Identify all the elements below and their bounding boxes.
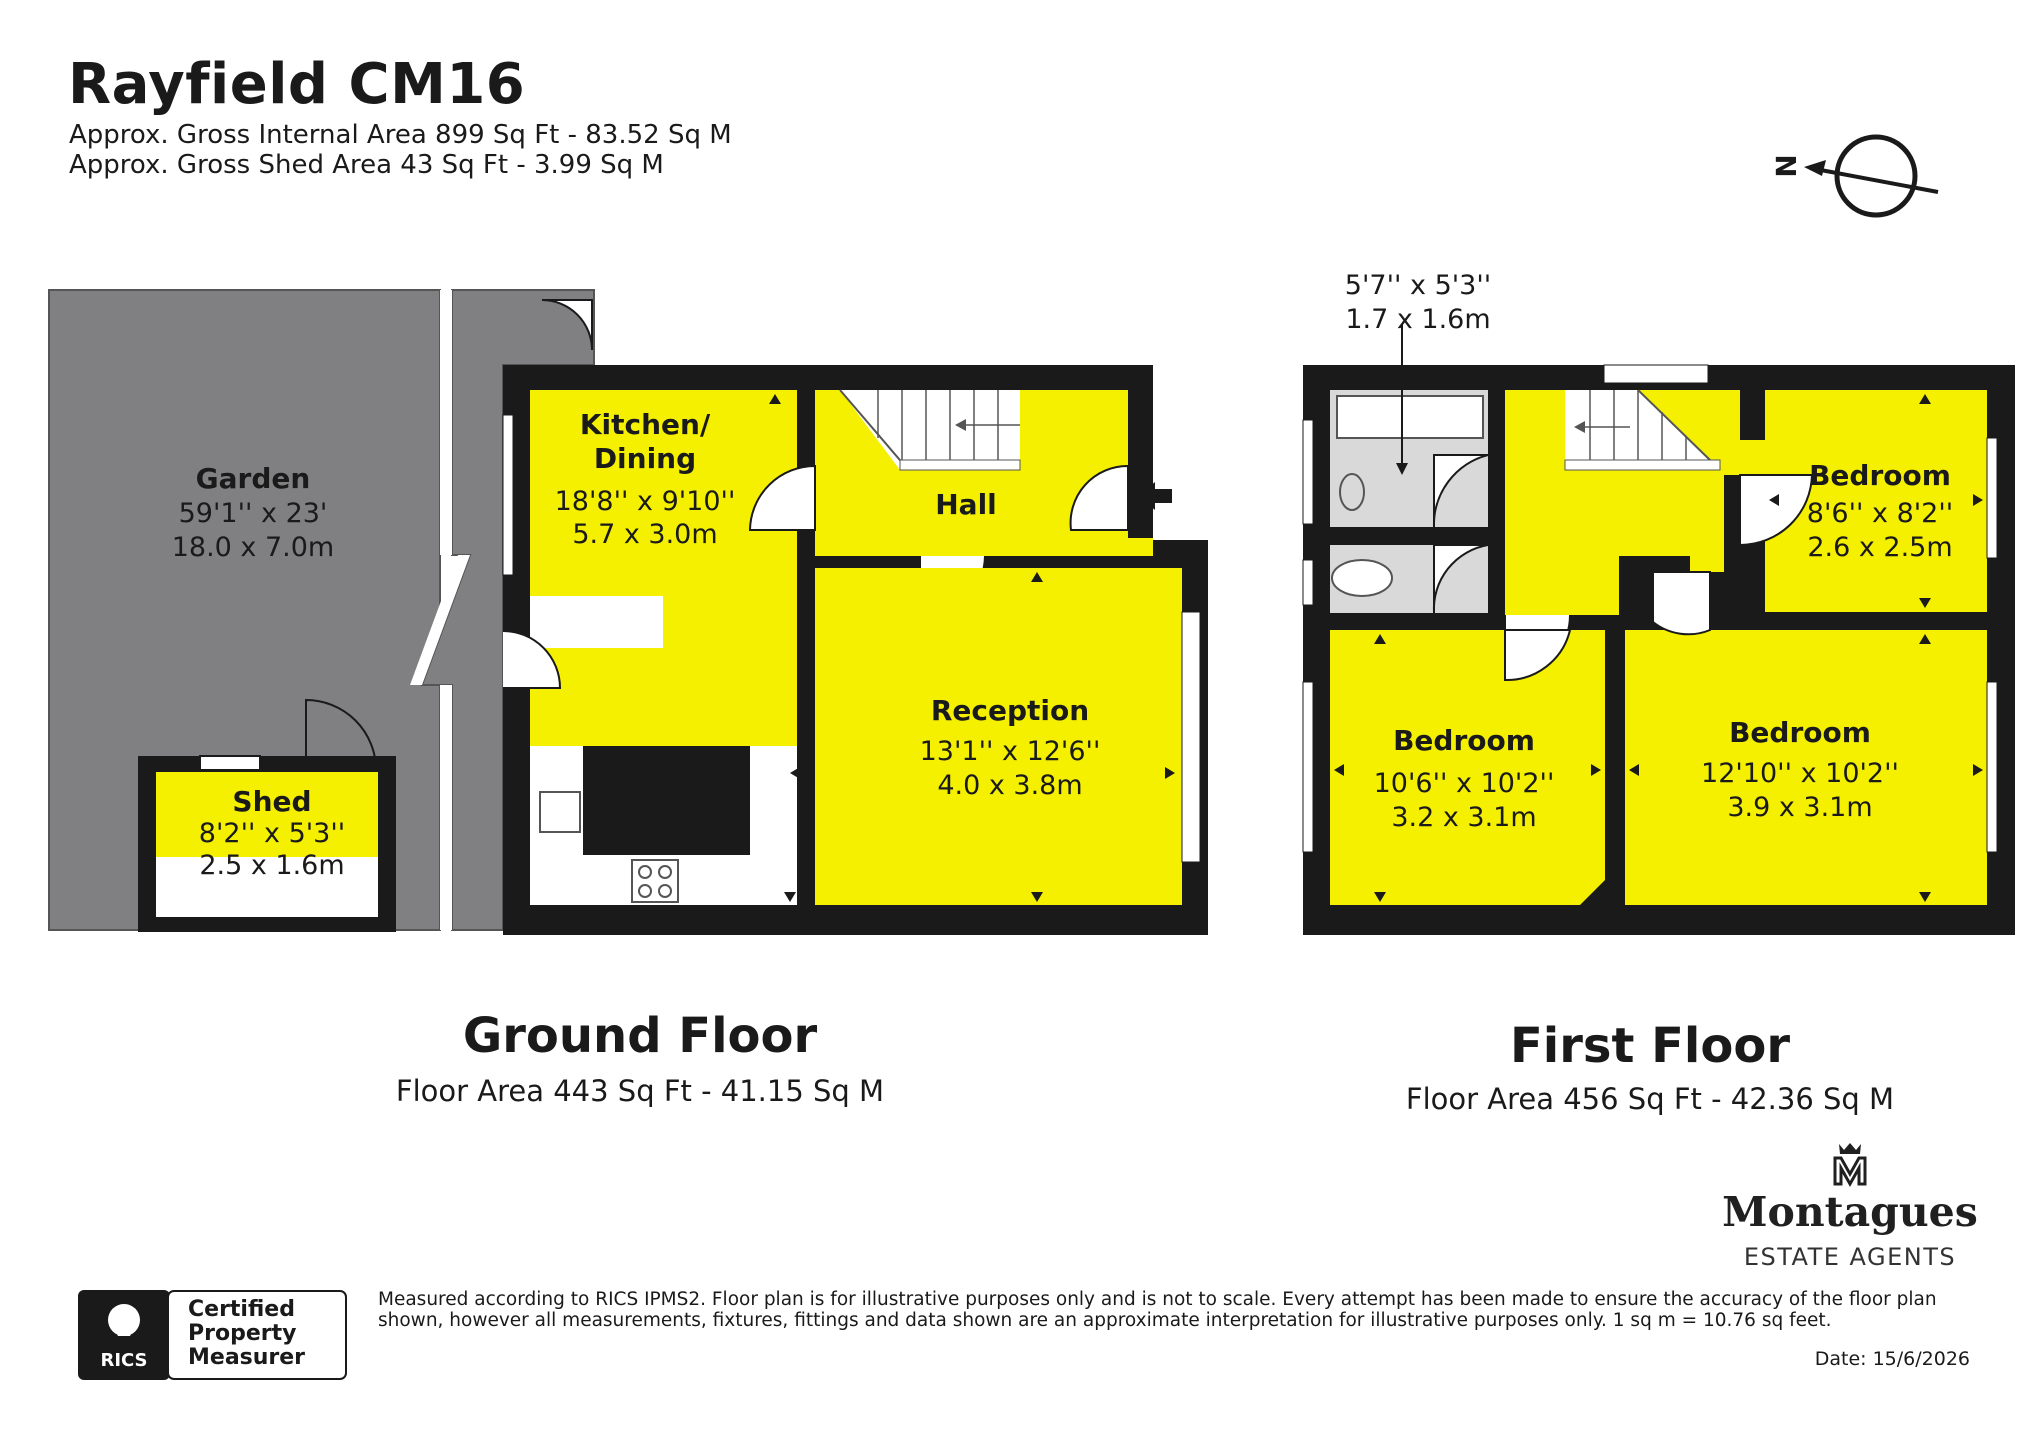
kitchen-dining-room	[530, 390, 797, 905]
bedroom-left	[1330, 630, 1605, 905]
rics-lion-icon	[108, 1304, 140, 1336]
kitchen-dim-imperial: 18'8'' x 9'10''	[555, 486, 736, 517]
shed-dim-imperial: 8'2'' x 5'3''	[199, 818, 345, 849]
ground-floor-title: Ground Floor	[462, 1008, 818, 1064]
reception-room	[815, 568, 1182, 905]
compass-icon: N	[1769, 134, 1939, 218]
rics-certified-text: Certified Property Measurer	[188, 1298, 305, 1370]
rics-line-1: Certified	[188, 1297, 295, 1322]
reception-dim-imperial: 13'1'' x 12'6''	[920, 736, 1101, 767]
kitchen-name-line2: Dining	[594, 442, 696, 475]
rics-org-label: RICS	[100, 1350, 147, 1371]
bedroom-right-dim-metric: 3.9 x 3.1m	[1727, 792, 1872, 823]
bedroom-small-dim-imperial: 8'6'' x 8'2''	[1807, 498, 1953, 529]
kitchen-name-line1: Kitchen/	[580, 408, 711, 441]
ground-floor-area: Floor Area 443 Sq Ft - 41.15 Sq M	[395, 1074, 885, 1108]
plan-date: Date: 15/6/2026	[1814, 1348, 1970, 1370]
shed-yellow	[156, 772, 378, 857]
page-title: Rayfield CM16	[68, 52, 526, 117]
rics-certified-badge: RICS	[78, 1290, 347, 1380]
bedroom-right-dim-imperial: 12'10'' x 10'2''	[1701, 758, 1899, 789]
rics-line-3: Measurer	[188, 1345, 306, 1370]
brand-name: Montagues	[1722, 1188, 1978, 1236]
bedroom-right-name: Bedroom	[1729, 716, 1871, 749]
disclaimer-text: Measured according to RICS IPMS2. Floor …	[378, 1289, 1937, 1331]
shed-name: Shed	[232, 785, 311, 818]
kitchen-dim-metric: 5.7 x 3.0m	[572, 519, 717, 550]
brand-subtitle: ESTATE AGENTS	[1743, 1243, 1957, 1271]
first-floor-plan: 5'7'' x 5'3'' 1.7 x 1.6m Bedroom 8'6'' x…	[1302, 270, 2015, 935]
shed-dim-metric: 2.5 x 1.6m	[199, 850, 344, 881]
garden-name: Garden	[196, 462, 311, 495]
bathroom-dim-imperial: 5'7'' x 5'3''	[1345, 270, 1491, 301]
gross-shed-area: Approx. Gross Shed Area 43 Sq Ft - 3.99 …	[69, 150, 664, 180]
bedroom-small-dim-metric: 2.6 x 2.5m	[1807, 532, 1952, 563]
compass-north-label: N	[1769, 154, 1802, 177]
bedroom-left-dim-imperial: 10'6'' x 10'2''	[1374, 768, 1555, 799]
reception-dim-metric: 4.0 x 3.8m	[937, 770, 1082, 801]
first-floor-title: First Floor	[1509, 1018, 1790, 1074]
gross-internal-area: Approx. Gross Internal Area 899 Sq Ft - …	[69, 120, 732, 150]
bedroom-left-name: Bedroom	[1393, 724, 1535, 757]
rics-line-2: Property	[188, 1321, 297, 1346]
garden-dim-metric: 18.0 x 7.0m	[172, 532, 335, 563]
bedroom-left-dim-metric: 3.2 x 3.1m	[1391, 802, 1536, 833]
garden-dim-imperial: 59'1'' x 23'	[179, 498, 328, 529]
ground-floor-plan: Garden 59'1'' x 23' 18.0 x 7.0m Shed 8'2…	[48, 289, 1208, 935]
bathroom-dim-metric: 1.7 x 1.6m	[1345, 304, 1490, 335]
bedroom-small-name: Bedroom	[1809, 459, 1951, 492]
hall-name: Hall	[935, 488, 997, 521]
first-floor-area: Floor Area 456 Sq Ft - 42.36 Sq M	[1405, 1082, 1895, 1116]
reception-name: Reception	[931, 694, 1089, 727]
montagues-logo-icon	[1833, 1143, 1867, 1188]
bedroom-right	[1625, 630, 1987, 905]
